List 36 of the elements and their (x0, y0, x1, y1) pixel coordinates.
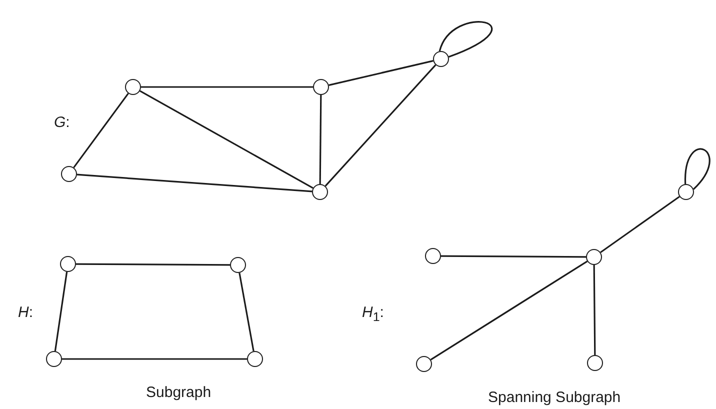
graph-caption: Subgraph (146, 385, 212, 400)
graph-edge (593, 265, 596, 355)
graph-edge (141, 86, 313, 88)
graph-edge (600, 196, 680, 254)
vertex-circle (416, 356, 432, 372)
vertex-circle (230, 257, 246, 273)
graph-caption: Spanning Subgraph (488, 390, 621, 405)
graph-edge (430, 260, 588, 360)
self-loop (438, 21, 492, 58)
graph-edge (73, 92, 129, 168)
vertex-circle (312, 184, 328, 200)
graph-edge (441, 255, 586, 258)
graph-edge (328, 60, 434, 86)
vertex-circle (61, 166, 77, 182)
graph-edge (238, 272, 254, 352)
graph-edge (76, 263, 230, 266)
graph-edge (319, 95, 322, 184)
graph-name-label: H: (18, 305, 34, 320)
vertex-circle (586, 249, 602, 265)
vertex-circle (46, 351, 62, 367)
graph-name-label: H$_{1}$: (362, 305, 384, 324)
graph-edge (54, 272, 68, 352)
vertex-circle (587, 355, 603, 371)
vertex-circle (433, 51, 449, 67)
vertex-circle (125, 79, 141, 95)
vertex-circle (313, 79, 329, 95)
graph-edge (324, 64, 436, 187)
vertex-circle (60, 256, 76, 272)
graph-edge (140, 90, 314, 189)
graph-name-label: G: (54, 115, 70, 130)
graph-edge (62, 358, 247, 360)
self-loop (684, 148, 710, 190)
vertex-circle (425, 248, 441, 264)
vertex-circle (247, 351, 263, 367)
graph-edge (76, 174, 312, 192)
vertex-circle (678, 184, 694, 200)
